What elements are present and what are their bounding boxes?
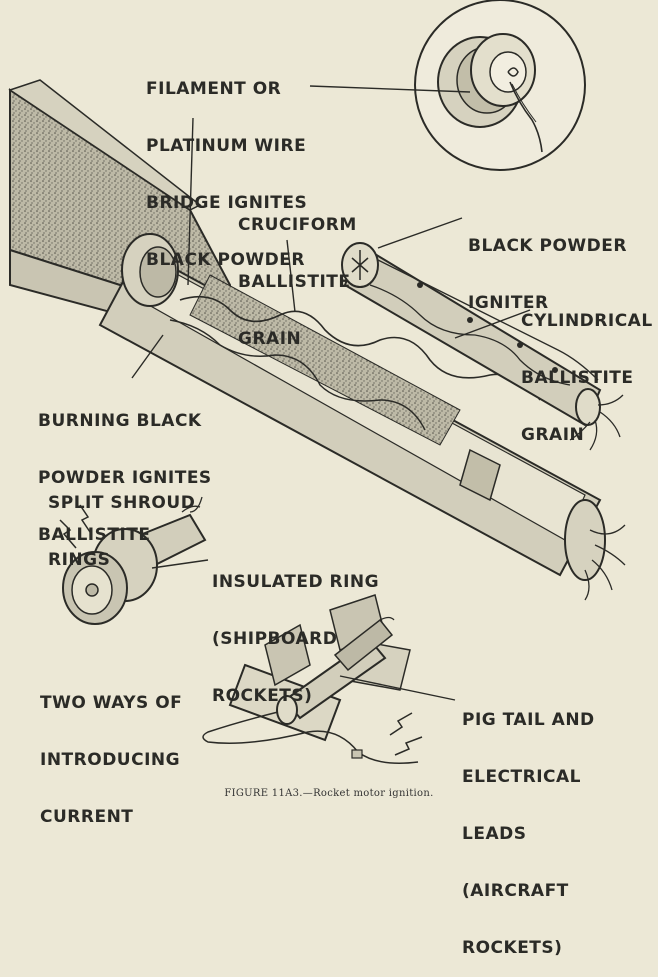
igniter-inset-circle <box>414 0 586 171</box>
label-line: LEADS <box>462 824 527 844</box>
label-line: ROCKETS) <box>212 686 313 706</box>
label-line: INSULATED RING <box>212 572 380 592</box>
label-line: ELECTRICAL <box>462 767 582 787</box>
label-insulated: INSULATED RING (SHIPBOARD ROCKETS) <box>212 535 379 725</box>
label-pig-tail: PIG TAIL AND ELECTRICAL LEADS (AIRCRAFT … <box>462 673 595 977</box>
label-line: SPLIT SHROUD <box>48 493 196 513</box>
label-line: BALLISTITE <box>38 525 151 545</box>
label-cylindrical: CYLINDRICAL BALLISTITE GRAIN <box>521 274 653 464</box>
label-line: INTRODUCING <box>40 750 181 770</box>
label-line: FILAMENT OR <box>146 79 282 99</box>
label-line: BALLISTITE <box>238 272 351 292</box>
label-line: ROCKETS) <box>462 938 563 958</box>
label-two-ways: TWO WAYS OF INTRODUCING CURRENT <box>40 656 182 846</box>
label-line: PLATINUM WIRE <box>146 136 307 156</box>
label-black-powder-igniter: BLACK POWDER IGNITER <box>468 199 627 332</box>
shipboard-igniter <box>59 496 207 625</box>
label-line: POWDER IGNITES <box>38 468 212 488</box>
label-line: BALLISTITE <box>521 368 634 388</box>
figure-caption: FIGURE 11A3.—Rocket motor ignition. <box>224 788 434 799</box>
label-line: GRAIN <box>521 425 585 445</box>
cylindrical-ballistite-grain <box>341 242 624 451</box>
label-line: CURRENT <box>40 807 134 827</box>
label-cruciform: CRUCIFORM BALLISTITE GRAIN <box>238 178 357 368</box>
leader-lines <box>131 85 531 701</box>
figure-page: FILAMENT OR PLATINUM WIRE BRIDGE IGNITES… <box>8 0 653 958</box>
label-line: BLACK POWDER <box>146 250 305 270</box>
aircraft-igniter <box>202 594 423 764</box>
label-line: GRAIN <box>238 329 302 349</box>
label-line: BURNING BLACK <box>38 411 202 431</box>
label-burning: BURNING BLACK POWDER IGNITES BALLISTITE <box>38 374 212 564</box>
label-line: BLACK POWDER <box>468 236 627 256</box>
label-line: RINGS <box>48 550 111 570</box>
label-line: IGNITER <box>468 293 549 313</box>
label-line: CRUCIFORM <box>238 215 357 235</box>
label-line: CYLINDRICAL <box>521 311 653 331</box>
label-line: PIG TAIL AND <box>462 710 595 730</box>
rocket-motor-tube <box>8 79 626 601</box>
rocket-ignition-illustration <box>8 0 626 764</box>
label-line: TWO WAYS OF <box>40 693 183 713</box>
label-line: (SHIPBOARD <box>212 629 338 649</box>
label-split-shroud: SPLIT SHROUD RINGS <box>48 456 195 589</box>
label-line: (AIRCRAFT <box>462 881 569 901</box>
label-line: BRIDGE IGNITES <box>146 193 308 213</box>
label-filament: FILAMENT OR PLATINUM WIRE BRIDGE IGNITES… <box>146 42 307 289</box>
